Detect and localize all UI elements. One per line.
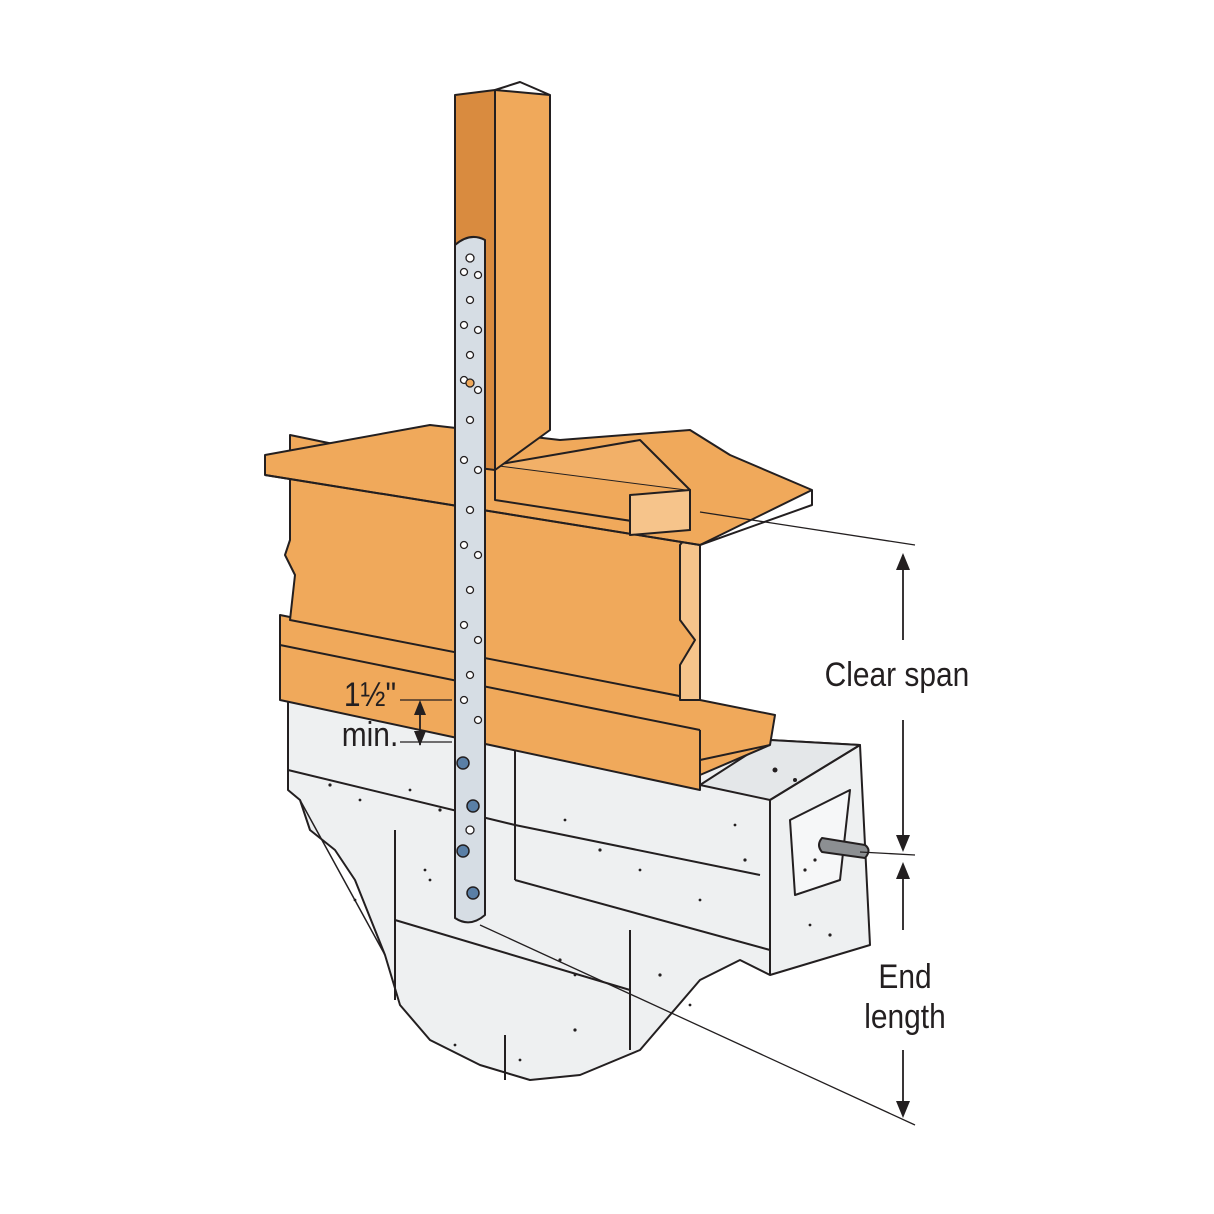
wood-sill-plate bbox=[279, 614, 776, 791]
dimension-lines bbox=[400, 511, 916, 1126]
min-dimension-suffix: min. bbox=[341, 716, 399, 754]
screw-icon bbox=[456, 756, 480, 900]
end-length-label: End length bbox=[857, 957, 954, 1037]
min-dimension-value: 1½" bbox=[343, 676, 397, 714]
clear-span-label: Clear span bbox=[824, 656, 970, 694]
anchor-bolt-icon bbox=[818, 837, 870, 859]
min-dimension-label: 1½" min. bbox=[330, 675, 409, 755]
wood-sole-plate bbox=[494, 439, 691, 536]
concrete-texture bbox=[328, 767, 832, 1062]
strap-tie-icon bbox=[454, 235, 486, 924]
end-length-line1: End bbox=[878, 958, 932, 996]
end-length-line2: length bbox=[864, 998, 946, 1036]
